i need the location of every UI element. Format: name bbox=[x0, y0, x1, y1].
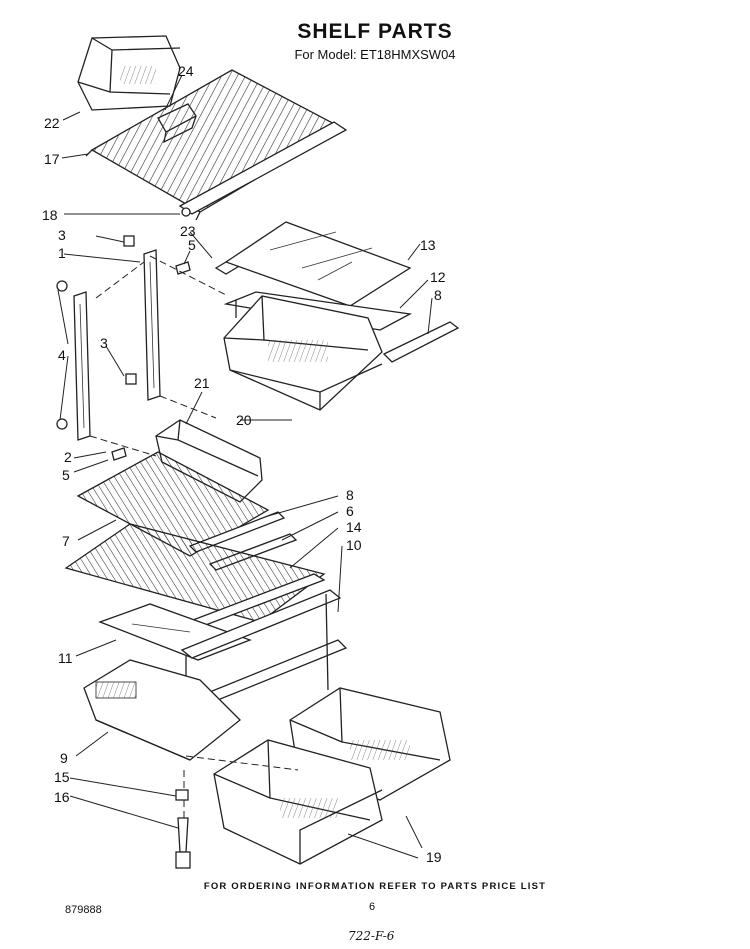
cap-part-3-lower bbox=[125, 373, 137, 385]
callout-3-upper: 3 bbox=[58, 227, 66, 243]
crisper-frame-part-10 bbox=[180, 589, 348, 756]
front-rail-part-18 bbox=[178, 121, 348, 217]
callout-24: 24 bbox=[178, 63, 194, 79]
wire-shelf-part-14 bbox=[64, 523, 326, 635]
callout-20: 20 bbox=[236, 412, 252, 428]
pan-drawer-part-20 bbox=[223, 295, 383, 411]
drawer-support-part-9 bbox=[83, 659, 241, 761]
page-number: 6 bbox=[369, 901, 376, 913]
model-line: For Model: ET18HMXSW04 bbox=[294, 47, 456, 62]
callout-14: 14 bbox=[346, 519, 362, 535]
clip-part-5-upper bbox=[175, 261, 191, 275]
callout-2: 2 bbox=[64, 449, 72, 465]
callout-7: 7 bbox=[62, 533, 70, 549]
alignment-lines bbox=[89, 255, 299, 818]
callout-10: 10 bbox=[346, 537, 362, 553]
callout-3-lower: 3 bbox=[100, 335, 108, 351]
callout-12: 12 bbox=[430, 269, 446, 285]
callout-16: 16 bbox=[54, 789, 70, 805]
leveling-leg-part-16 bbox=[175, 817, 191, 869]
callout-8-lower: 8 bbox=[346, 487, 354, 503]
handwritten-note: 722-F-6 bbox=[348, 929, 395, 943]
leader-lines bbox=[57, 74, 433, 859]
cap-part-3-upper bbox=[123, 235, 135, 247]
clip-part-5-lower bbox=[111, 447, 127, 461]
callout-13: 13 bbox=[420, 237, 436, 253]
page-title: SHELF PARTS bbox=[297, 20, 453, 43]
callout-19: 19 bbox=[426, 849, 442, 865]
cap-part-4-bottom bbox=[56, 418, 68, 430]
callout-17: 17 bbox=[44, 151, 60, 167]
callout-9: 9 bbox=[60, 750, 68, 766]
callout-18: 18 bbox=[42, 207, 58, 223]
callout-5-upper: 5 bbox=[188, 237, 196, 253]
callout-21: 21 bbox=[194, 375, 210, 391]
callout-5-lower: 5 bbox=[62, 467, 70, 483]
cap-part-4-top bbox=[56, 280, 68, 292]
shelf-ladder-part-1 bbox=[143, 249, 161, 401]
callout-1: 1 bbox=[58, 245, 66, 261]
door-bin-part-22 bbox=[77, 35, 181, 111]
glass-shelf-part-13 bbox=[224, 221, 412, 307]
callout-22: 22 bbox=[44, 115, 60, 131]
callout-4: 4 bbox=[58, 347, 66, 363]
callout-11: 11 bbox=[58, 650, 73, 666]
document-number: 879888 bbox=[65, 904, 102, 916]
callout-6: 6 bbox=[346, 503, 354, 519]
ordering-note: FOR ORDERING INFORMATION REFER TO PARTS … bbox=[203, 881, 547, 892]
roller-part-15 bbox=[175, 789, 189, 801]
shelf-ladder-part-4 bbox=[73, 291, 91, 441]
callout-23: 23 bbox=[180, 223, 196, 239]
side-rail-part-8-upper bbox=[382, 321, 460, 363]
callout-15: 15 bbox=[54, 769, 70, 785]
callout-8-upper: 8 bbox=[434, 287, 442, 303]
crisper-drawer-part-19-front bbox=[213, 739, 383, 865]
